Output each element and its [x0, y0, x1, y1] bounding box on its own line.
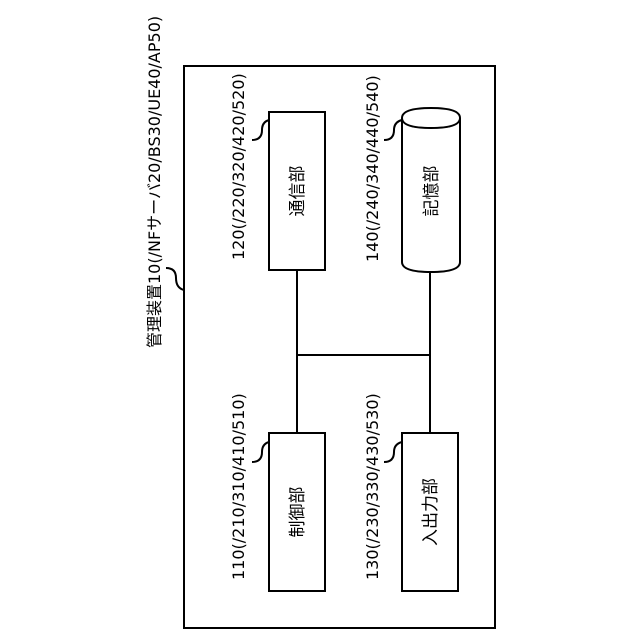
device-label: 管理装置10(/NFサーバ20/BS30/UE40/AP50): [145, 16, 164, 348]
control-unit-name: 制御部: [288, 487, 308, 538]
storage-unit-ref: 140(/240/340/440/540): [363, 75, 382, 262]
io-unit-ref: 130(/230/330/430/530): [363, 393, 382, 580]
communication-unit-ref: 120(/220/320/420/520): [229, 73, 248, 260]
storage-unit-name: 記憶部: [422, 166, 442, 217]
communication-unit-name: 通信部: [288, 166, 308, 217]
control-unit-ref: 110(/210/310/410/510): [229, 393, 248, 580]
io-unit-name: 入出力部: [421, 478, 441, 546]
device-leader: [166, 268, 184, 290]
